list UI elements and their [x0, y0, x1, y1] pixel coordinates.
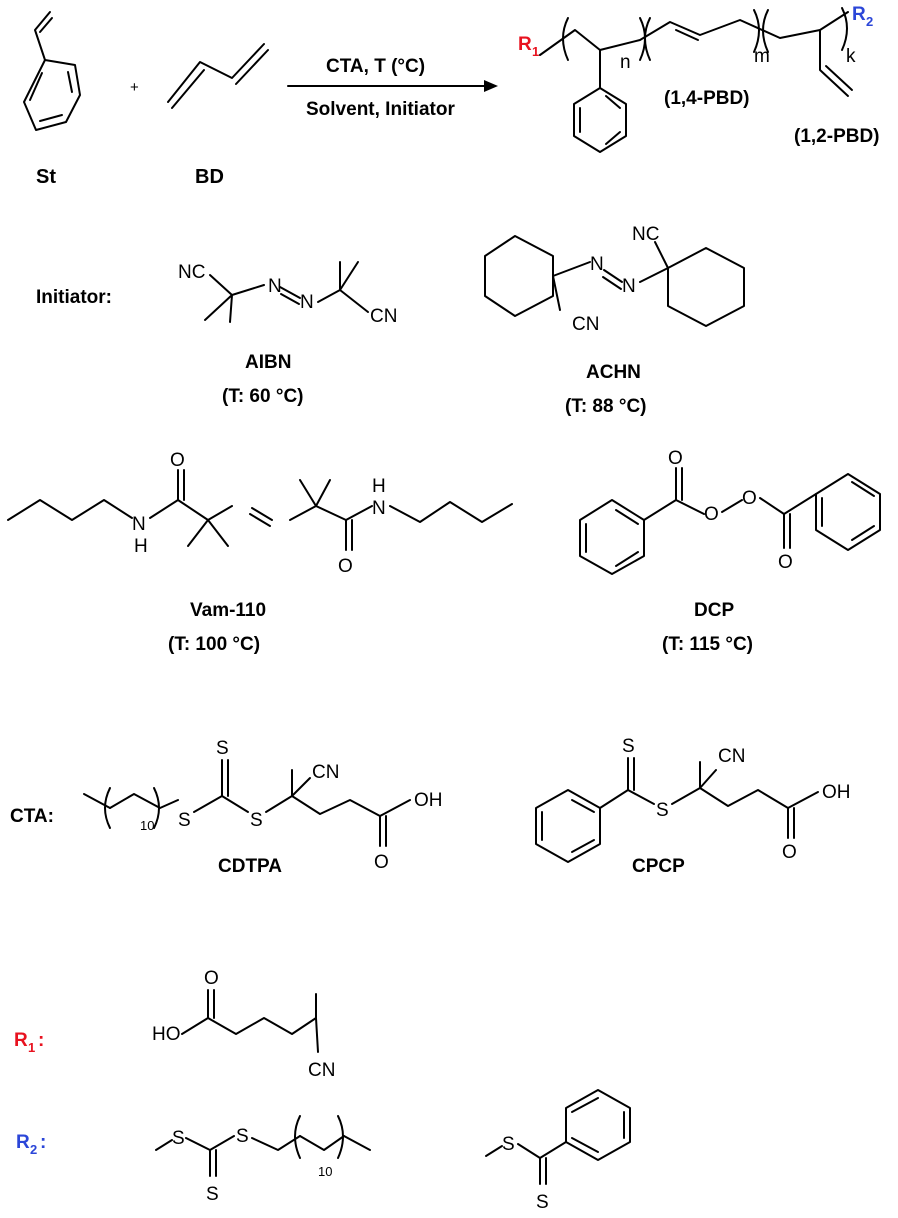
svg-text:CN: CN: [370, 306, 397, 327]
svg-text:OH: OH: [822, 782, 851, 803]
svg-text:O: O: [170, 450, 185, 471]
svg-text:CN: CN: [572, 314, 599, 335]
svg-text:CN: CN: [308, 1060, 335, 1081]
r1-subscript: 1: [532, 44, 539, 59]
achn-name: ACHN: [586, 362, 641, 383]
svg-text:S: S: [250, 810, 263, 831]
reaction-arrow: [287, 80, 498, 92]
svg-text:H: H: [372, 476, 386, 497]
svg-text::: :: [38, 1030, 44, 1051]
dcp-name: DCP: [694, 600, 734, 621]
styrene-label: St: [36, 166, 56, 188]
svg-text:S: S: [206, 1184, 219, 1205]
svg-text:OH: OH: [414, 790, 443, 811]
cpcp-name: CPCP: [632, 856, 685, 877]
vam-110-structure: N H O O N H: [7, 450, 513, 577]
svg-text:O: O: [204, 968, 219, 989]
r1-group: R: [518, 34, 532, 55]
aibn-temp: (T: 60 °C): [222, 386, 304, 407]
svg-text:10: 10: [140, 818, 154, 833]
cdtpa-name: CDTPA: [218, 856, 282, 877]
r2-dithiobenzoate-structure: S S: [485, 1089, 631, 1213]
plus-sign: +: [130, 79, 139, 96]
r2-heading: R 2 :: [16, 1132, 46, 1157]
svg-text:S: S: [172, 1128, 185, 1149]
svg-text:N: N: [300, 292, 314, 313]
svg-text:10: 10: [318, 1164, 332, 1179]
svg-text:S: S: [622, 736, 635, 757]
svg-text:S: S: [178, 810, 191, 831]
svg-text:NC: NC: [632, 224, 659, 245]
aibn-structure: NC N N CN: [178, 261, 397, 327]
svg-text:NC: NC: [178, 262, 205, 283]
svg-text:2: 2: [30, 1142, 37, 1157]
svg-text:N: N: [622, 276, 636, 297]
svg-text:O: O: [338, 556, 353, 577]
r2-group: R: [852, 4, 866, 25]
initiator-heading: Initiator:: [36, 287, 112, 308]
conditions-top: CTA, T (°C): [326, 56, 425, 77]
svg-text:1: 1: [28, 1040, 35, 1055]
svg-text:R: R: [16, 1132, 30, 1153]
svg-text:N: N: [268, 276, 282, 297]
r2-dodecyl-trithiocarbonate-structure: S S S 10: [155, 1115, 371, 1205]
label-12-pbd: (1,2-PBD): [794, 126, 880, 147]
label-14-pbd: (1,4-PBD): [664, 88, 750, 109]
cdtpa-structure: 10 S S S CN OH O: [83, 738, 443, 873]
svg-text:S: S: [216, 738, 229, 759]
svg-text::: :: [40, 1132, 46, 1153]
svg-text:CN: CN: [312, 762, 339, 783]
dcp-temp: (T: 115 °C): [662, 634, 753, 655]
butadiene-structure: [167, 43, 269, 109]
styrene-structure: [23, 11, 81, 131]
svg-text:N: N: [590, 254, 604, 275]
svg-text:O: O: [704, 504, 719, 525]
svg-text:H: H: [134, 536, 148, 557]
repeat-k: k: [846, 46, 856, 67]
svg-text:N: N: [132, 514, 146, 535]
product-structure: R 1 R 2 n m k: [518, 4, 873, 153]
svg-text:S: S: [236, 1126, 249, 1147]
achn-temp: (T: 88 °C): [565, 396, 647, 417]
r1-structure: HO O CN: [152, 968, 335, 1081]
repeat-m: m: [754, 46, 770, 67]
svg-text:S: S: [536, 1192, 549, 1213]
svg-text:R: R: [14, 1030, 28, 1051]
aibn-name: AIBN: [245, 352, 291, 373]
svg-text:O: O: [778, 552, 793, 573]
r1-heading: R 1 :: [14, 1030, 44, 1055]
r2-subscript: 2: [866, 14, 873, 29]
repeat-n: n: [620, 52, 631, 73]
svg-text:S: S: [656, 800, 669, 821]
vam-110-temp: (T: 100 °C): [168, 634, 260, 655]
conditions-bottom: Solvent, Initiator: [306, 99, 455, 120]
svg-text:O: O: [374, 852, 389, 873]
svg-text:CN: CN: [718, 746, 745, 767]
cta-heading: CTA:: [10, 806, 54, 827]
vam-110-name: Vam-110: [190, 600, 266, 621]
svg-text:HO: HO: [152, 1024, 181, 1045]
svg-text:N: N: [372, 498, 386, 519]
achn-structure: N N NC CN: [484, 224, 745, 335]
butadiene-label: BD: [195, 166, 224, 188]
dcp-structure: O O O O: [579, 448, 881, 575]
svg-text:O: O: [668, 448, 683, 469]
svg-text:O: O: [782, 842, 797, 863]
svg-text:S: S: [502, 1134, 515, 1155]
svg-text:O: O: [742, 488, 757, 509]
cpcp-structure: S S CN OH O: [535, 736, 851, 863]
